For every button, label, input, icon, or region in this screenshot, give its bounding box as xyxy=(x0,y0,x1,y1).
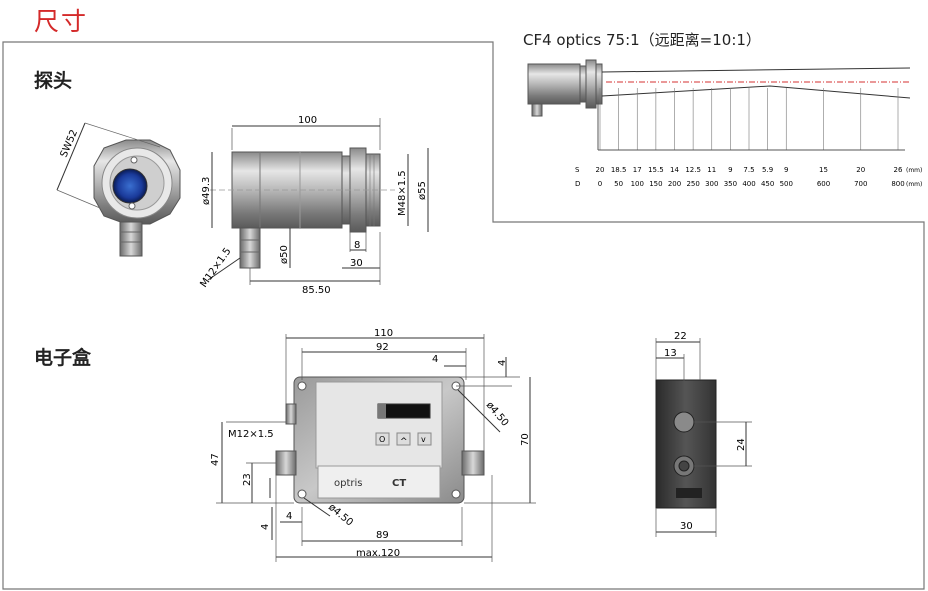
electronics-side-view xyxy=(655,379,717,509)
page-title: 尺寸 xyxy=(34,7,89,36)
dim-overall: 85.50 xyxy=(302,285,331,296)
optics-verticals xyxy=(599,88,899,150)
dim-side-w22: 22 xyxy=(674,331,687,342)
optics-s-value: 18.5 xyxy=(611,166,627,174)
optics-d-row: 0 50 100 150 200 250 300 350 400 450 500 600 700 800 xyxy=(598,180,905,188)
btn-down: v xyxy=(421,435,426,444)
electronics-box xyxy=(275,376,485,504)
dim-max120: max.120 xyxy=(356,548,400,559)
optics-s-value: 11 xyxy=(707,166,716,174)
optics-d-label: D xyxy=(575,180,580,188)
optics-d-value: 100 xyxy=(631,180,644,188)
dim-front-dia: ø55 xyxy=(417,181,428,200)
dim-front: 30 xyxy=(350,258,363,269)
optics-s-value: 9 xyxy=(784,166,788,174)
optics-d-value: 800 xyxy=(891,180,904,188)
dim-height70: 70 xyxy=(520,433,531,446)
dim-four-c: 4 xyxy=(260,524,271,530)
optics-sensor-image xyxy=(527,59,603,117)
optics-d-value: 350 xyxy=(724,180,737,188)
optics-d-value: 300 xyxy=(705,180,718,188)
optics-s-value: 9 xyxy=(728,166,732,174)
optics-d-value: 600 xyxy=(817,180,830,188)
optics-s-value: 5.9 xyxy=(762,166,773,174)
dim-side-w30: 30 xyxy=(680,521,693,532)
dim-box-connector: M12×1.5 xyxy=(228,429,274,440)
dim-four-a: 4 xyxy=(432,354,438,365)
optics-s-value: 20 xyxy=(856,166,865,174)
sensor-heading: 探头 xyxy=(34,70,73,92)
dim-h23: 23 xyxy=(242,473,253,486)
optics-s-value: 20 xyxy=(596,166,605,174)
dim-four-d: 4 xyxy=(286,511,292,522)
optics-s-value: 26 xyxy=(894,166,903,174)
dim-nut: 8 xyxy=(354,240,360,251)
optics-d-value: 50 xyxy=(614,180,623,188)
dim-hole-top: ø4.50 xyxy=(484,400,511,429)
optics-s-unit: (mm) xyxy=(906,167,922,174)
dim-w110: 110 xyxy=(374,328,393,339)
dim-hole-bottom: ø4.50 xyxy=(326,502,355,529)
optics-d-value: 700 xyxy=(854,180,867,188)
optics-d-value: 400 xyxy=(742,180,755,188)
optics-s-value: 17 xyxy=(633,166,642,174)
model-label: CT xyxy=(392,478,406,489)
optics-d-value: 450 xyxy=(761,180,774,188)
dim-four-b: 4 xyxy=(497,360,508,366)
optics-d-value: 200 xyxy=(668,180,681,188)
optics-d-value: 0 xyxy=(598,180,602,188)
optics-d-unit: (mm) xyxy=(906,181,922,188)
optics-title: CF4 optics 75:1（远距离=10:1） xyxy=(523,31,761,49)
optics-s-row: 20 18.5 17 15.5 14 12.5 11 9 7.5 5.9 9 15 20 26 xyxy=(596,166,903,174)
dim-body-dia: ø49.3 xyxy=(201,177,212,205)
dim-cable-dia: ø50 xyxy=(279,245,290,264)
optics-s-value: 14 xyxy=(670,166,679,174)
dim-length: 100 xyxy=(298,115,317,126)
btn-up: ^ xyxy=(400,437,408,447)
optics-s-value: 12.5 xyxy=(685,166,701,174)
brand-logo: optris xyxy=(334,478,363,489)
optics-d-value: 250 xyxy=(686,180,699,188)
optics-d-value: 150 xyxy=(649,180,662,188)
sensor-front-view xyxy=(93,139,181,257)
optics-s-value: 7.5 xyxy=(743,166,754,174)
dim-side-w13: 13 xyxy=(664,348,677,359)
btn-o: O xyxy=(379,435,385,444)
optics-d-value: 500 xyxy=(780,180,793,188)
dim-thread-front: M48×1.5 xyxy=(397,170,408,216)
dim-w92: 92 xyxy=(376,342,389,353)
optics-s-value: 15.5 xyxy=(648,166,664,174)
dim-w89: 89 xyxy=(376,530,389,541)
electronics-heading: 电子盒 xyxy=(34,347,92,369)
optics-s-value: 15 xyxy=(819,166,828,174)
optics-s-label: S xyxy=(575,166,580,174)
dim-h47: 47 xyxy=(210,453,221,466)
dim-side-h24: 24 xyxy=(736,438,747,451)
